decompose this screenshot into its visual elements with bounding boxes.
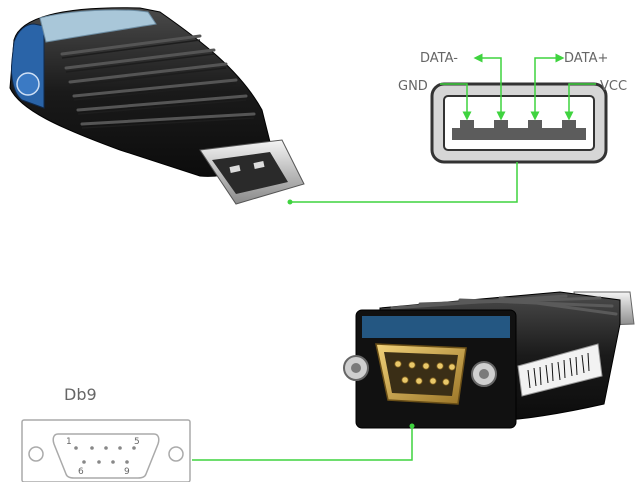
pin-arrows bbox=[440, 53, 596, 121]
connector-line-db9 bbox=[192, 426, 413, 461]
db9-pin-6-label: 6 bbox=[78, 467, 84, 477]
db9-adapter-photo bbox=[343, 291, 635, 429]
label-data-minus: DATA- bbox=[420, 51, 458, 66]
body-ridges bbox=[60, 34, 256, 126]
label-gnd: GND bbox=[398, 79, 428, 94]
connector-line-usb bbox=[290, 162, 518, 203]
db9-pin-dots bbox=[74, 446, 136, 464]
usb-socket-diagram: GND DATA- DATA+ VCC bbox=[398, 51, 627, 164]
label-vcc: VCC bbox=[600, 79, 627, 94]
pin-vcc bbox=[562, 120, 576, 128]
barcode bbox=[527, 352, 590, 389]
db9-left-screw-hole bbox=[28, 446, 44, 462]
usb-plug bbox=[199, 139, 305, 205]
usb-adapter-photo bbox=[9, 7, 305, 205]
db9-title: Db9 bbox=[64, 385, 97, 404]
pin-data-plus bbox=[528, 120, 542, 128]
pin-gnd bbox=[460, 120, 474, 128]
db9-pin-5-label: 5 bbox=[134, 437, 140, 447]
label-data-plus: DATA+ bbox=[564, 51, 608, 66]
logo-emblem-icon bbox=[16, 72, 40, 96]
db9-pin-9-label: 9 bbox=[124, 467, 130, 477]
mounting-screws bbox=[343, 355, 497, 387]
pin-data-minus bbox=[494, 120, 508, 128]
db9-right-screw-hole bbox=[168, 446, 184, 462]
db9-pin-1-label: 1 bbox=[66, 437, 72, 447]
db9-shell bbox=[52, 433, 160, 479]
db9-pins bbox=[394, 360, 456, 386]
db9-diagram: Db9 1 5 6 9 bbox=[21, 385, 191, 482]
